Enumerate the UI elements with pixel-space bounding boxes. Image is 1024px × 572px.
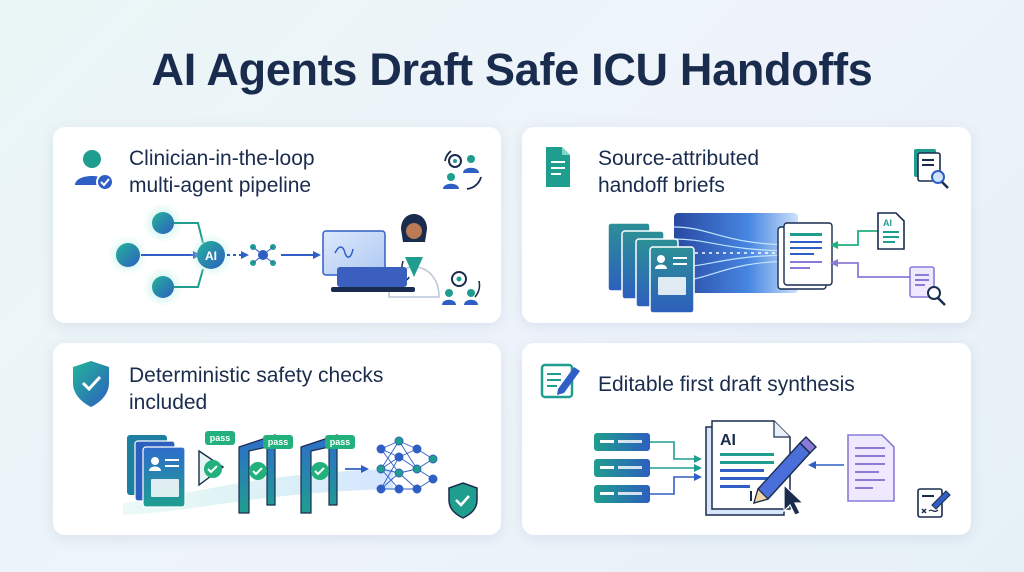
ai-document-icon: AI — [877, 212, 905, 250]
search-document-icon — [909, 266, 946, 306]
safety-gate-3: pass — [300, 434, 355, 514]
card-title-line-1: Clinician-in-the-loop — [129, 147, 315, 170]
shield-check-icon — [73, 361, 109, 407]
patient-records-stack — [127, 435, 186, 508]
card-title: Editable first draft synthesis — [598, 371, 855, 398]
card-title-line-1: Source-attributed — [598, 147, 760, 170]
source-data-bars — [594, 433, 702, 503]
card-title-line-1: Deterministic safety checks — [129, 364, 384, 387]
card-title-line-2: multi-agent pipeline — [129, 174, 312, 197]
pen-icon — [752, 436, 817, 505]
edit-document-icon — [540, 363, 580, 399]
pass-badge: pass — [268, 437, 289, 447]
network-node-icon — [250, 244, 276, 266]
ai-doc-label: AI — [883, 218, 892, 228]
patient-records-stack — [607, 222, 695, 314]
card-source-attributed: AI Source-attributed handoff briefs — [522, 127, 971, 323]
card-title-line-2: included — [129, 391, 208, 414]
card-editable-draft: AI — [522, 343, 971, 535]
card-title-line-1: Editable first draft synthesis — [598, 373, 855, 396]
page-title: AI Agents Draft Safe ICU Handoffs — [151, 44, 873, 95]
agent-pipeline-diagram: AI — [108, 203, 321, 307]
card-title: Source-attributed handoff briefs — [598, 145, 759, 199]
card-clinician-pipeline: AI — [53, 127, 501, 323]
ai-doc-label: AI — [720, 432, 736, 449]
safety-gate-1: pass — [198, 431, 235, 487]
doctor-laptop-icon — [322, 214, 440, 298]
cursor-icon — [783, 483, 805, 516]
card-title-line-2: handoff briefs — [598, 174, 725, 197]
document-icon — [546, 147, 570, 187]
clinician-check-icon — [75, 150, 114, 191]
ai-node-label: AI — [205, 249, 217, 263]
neural-network-icon — [376, 436, 438, 494]
pass-badge: pass — [210, 433, 231, 443]
gear-people-icon — [442, 271, 481, 305]
handoff-brief-document — [777, 222, 833, 290]
card-safety-checks: pass pass pass — [53, 343, 501, 535]
gear-people-cycle-icon — [443, 150, 482, 190]
card-title: Clinician-in-the-loop multi-agent pipeli… — [129, 145, 315, 199]
card-title: Deterministic safety checks included — [129, 362, 383, 416]
safety-gate-2: pass — [238, 434, 293, 514]
pass-badge: pass — [330, 437, 351, 447]
shield-check-badge-icon — [448, 482, 478, 519]
signature-document-icon — [917, 488, 951, 518]
document-search-icon — [914, 149, 949, 189]
reference-document — [847, 434, 895, 502]
